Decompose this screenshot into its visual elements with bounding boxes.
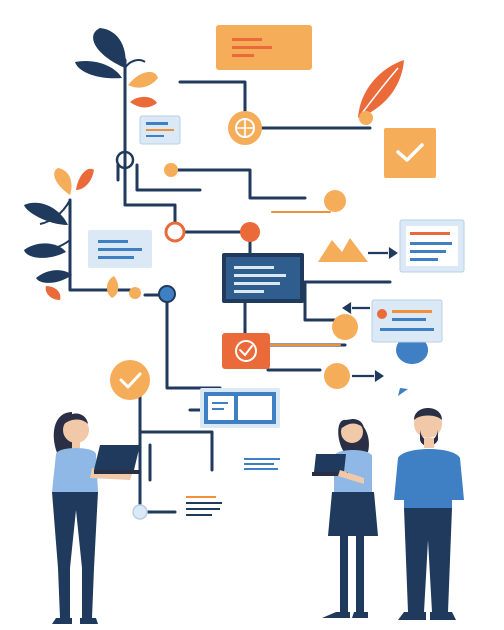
text-lines-small [186, 458, 280, 516]
check-icon [396, 143, 424, 162]
connector-lines [68, 58, 392, 514]
leaf-icon [45, 286, 61, 300]
leaf-icon [128, 71, 158, 88]
node-light [132, 504, 148, 520]
card-right-2 [371, 299, 443, 343]
card-light-left [88, 230, 152, 268]
card-browser [200, 388, 280, 428]
leaf-icon [36, 270, 72, 283]
node-blue [158, 285, 176, 303]
woman-with-laptop-left [52, 412, 140, 624]
plant-left [24, 168, 119, 300]
mountain-icon [318, 238, 368, 262]
leaf-icon [54, 168, 72, 195]
node-orange-large [332, 314, 358, 340]
man-standing [394, 408, 464, 620]
check-icon [110, 360, 150, 400]
leaf-icon [76, 168, 94, 190]
node-orange-small [129, 287, 141, 299]
plant-top [75, 28, 158, 108]
card-orange-icon [222, 333, 270, 369]
card-right-1 [399, 219, 465, 273]
node-orange [240, 222, 260, 242]
leaf-icon [93, 28, 126, 68]
speech-bubble-icon [396, 336, 429, 396]
node-orange-small [164, 163, 178, 177]
globe-icon [228, 111, 262, 145]
laptop-icon [312, 454, 348, 476]
accent-lines [267, 211, 341, 346]
leaf-icon [24, 202, 68, 225]
card-check [384, 128, 436, 178]
node-orange-large [324, 363, 350, 389]
nodes [115, 111, 373, 520]
card-small-blue [139, 115, 181, 145]
laptop-icon [94, 445, 140, 474]
leaf-top-right [358, 60, 404, 118]
card-orange-top [216, 25, 312, 70]
node-hollow [164, 221, 186, 243]
leaf-icon [75, 60, 122, 79]
arrow-lines [342, 246, 398, 383]
leaf-icon [106, 276, 119, 298]
node-orange-small [359, 111, 373, 125]
card-dark-blue [222, 253, 304, 303]
woman-with-laptop-right [312, 419, 378, 618]
leaf-icon [130, 96, 157, 108]
node-orange-large [324, 190, 346, 212]
